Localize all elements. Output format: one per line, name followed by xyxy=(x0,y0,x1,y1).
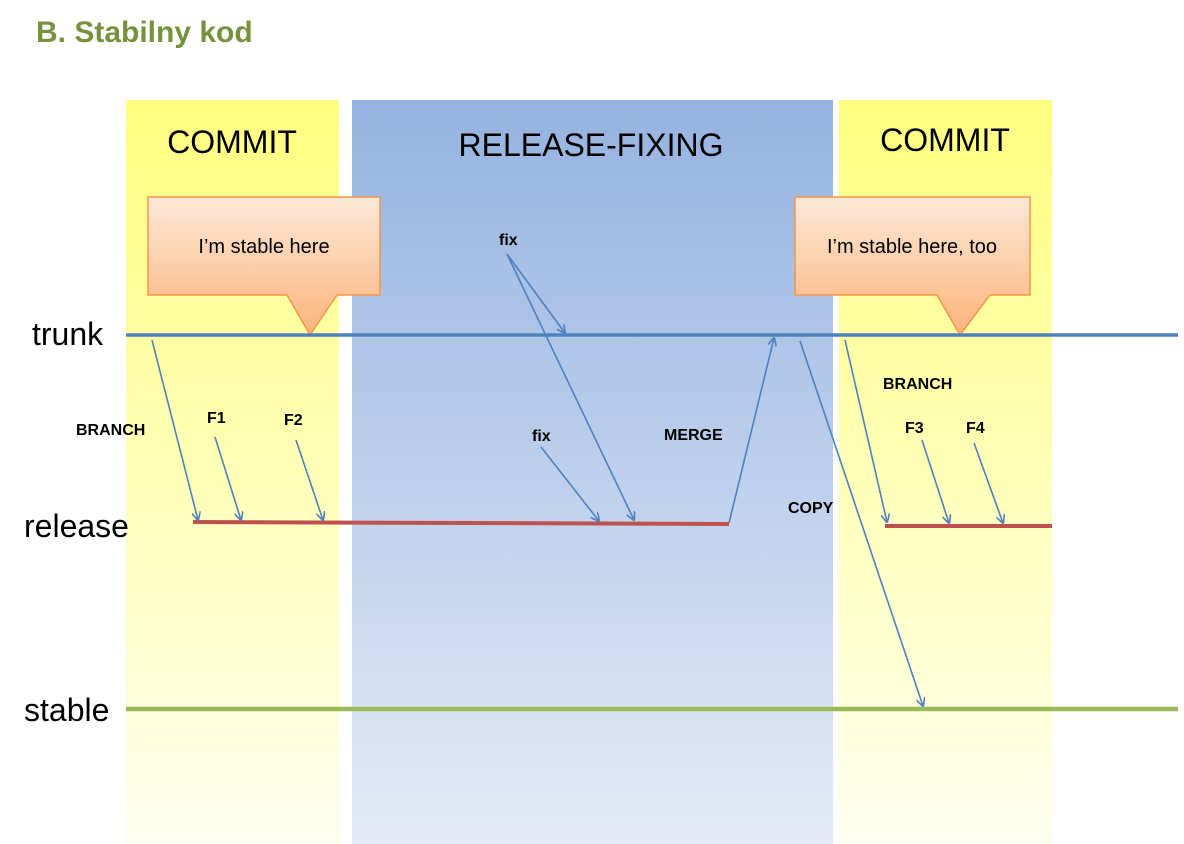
lane-label-stable: stable xyxy=(24,692,109,728)
label-f2: F2 xyxy=(284,412,303,429)
lane-label-release: release xyxy=(24,508,129,544)
arrow-copy xyxy=(799,340,923,706)
callout-right-text: I’m stable here, too xyxy=(827,236,997,258)
callout-left xyxy=(147,196,381,337)
arrow-fix-top-trunk xyxy=(506,253,565,333)
callout-left-text: I’m stable here xyxy=(198,236,329,258)
release-fixing-zone xyxy=(352,100,833,844)
arrow-f1 xyxy=(214,436,241,520)
label-fix-top: fix xyxy=(499,232,518,249)
arrow-f2 xyxy=(295,439,323,520)
arrow-branch-right xyxy=(844,339,887,522)
zone-label-commit-left: COMMIT xyxy=(167,124,297,160)
arrow-merge xyxy=(728,338,774,524)
label-copy: COPY xyxy=(788,500,834,517)
page-title: B. Stabilny kod xyxy=(36,16,253,49)
label-f1: F1 xyxy=(207,410,226,427)
arrow-f4 xyxy=(973,442,1003,523)
label-fix-bottom: fix xyxy=(532,428,551,445)
arrow-f3 xyxy=(921,439,949,523)
arrow-branch-left xyxy=(151,339,198,520)
lane-label-trunk: trunk xyxy=(32,316,104,352)
arrow-fix-bottom xyxy=(540,446,599,521)
label-f4: F4 xyxy=(966,420,985,437)
zone-label-release-fixing: RELEASE-FIXING xyxy=(459,127,724,163)
zone-label-commit-right: COMMIT xyxy=(880,122,1010,158)
release-line-1 xyxy=(192,520,730,526)
label-f3: F3 xyxy=(905,420,924,437)
label-merge: MERGE xyxy=(664,427,723,444)
callout-right xyxy=(794,196,1031,337)
arrow-fix-top-release xyxy=(506,253,634,520)
label-branch-left: BRANCH xyxy=(76,422,145,439)
label-branch-right: BRANCH xyxy=(883,376,952,393)
